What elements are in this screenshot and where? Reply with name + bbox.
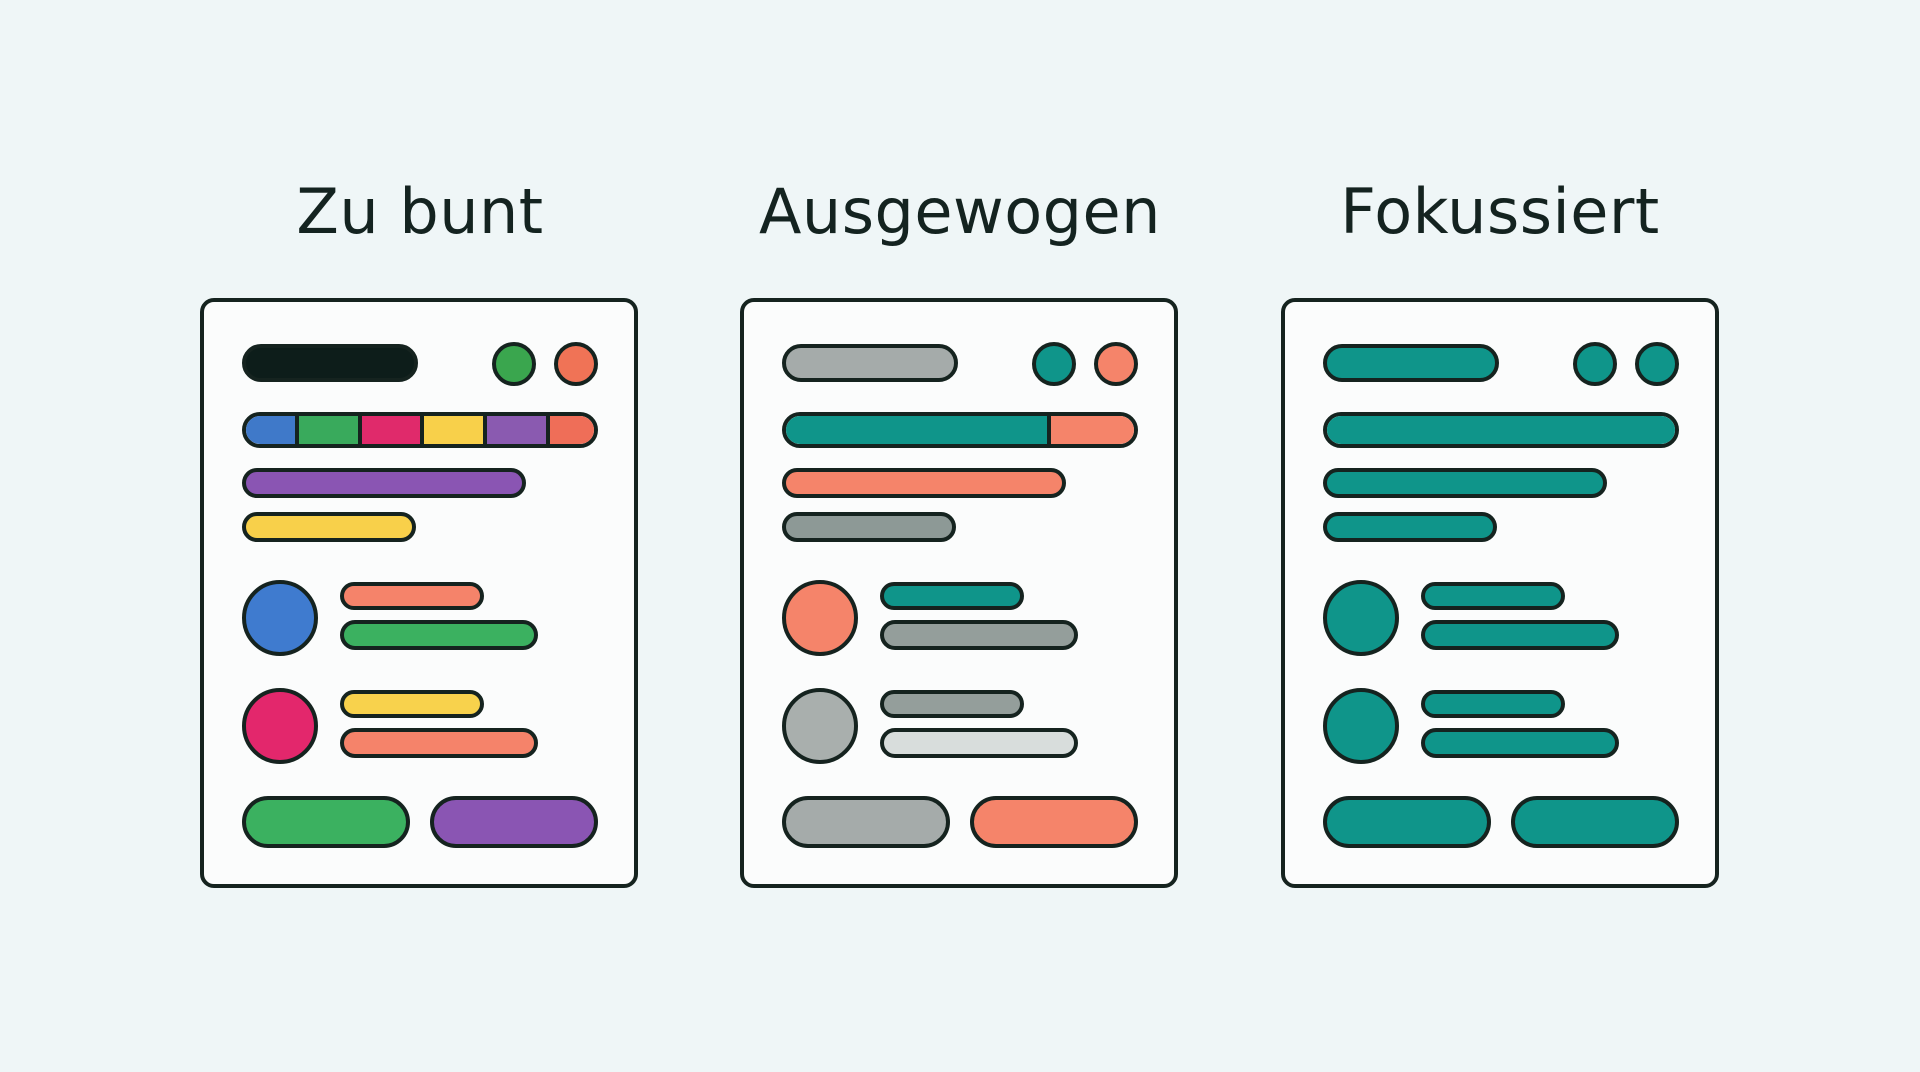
list-item-subtitle-line xyxy=(880,620,1078,650)
mockup-ausgewogen xyxy=(740,298,1178,888)
text-line xyxy=(1323,468,1607,498)
list-item-subtitle-line xyxy=(340,620,538,650)
avatar xyxy=(1323,580,1399,656)
segmented-bar xyxy=(782,412,1138,448)
button-shape xyxy=(782,796,950,848)
list-item-title-line xyxy=(880,582,1024,610)
list-item-subtitle-line xyxy=(880,728,1078,758)
segmented-bar-segment xyxy=(246,416,295,444)
avatar xyxy=(782,688,858,764)
header-dot xyxy=(1032,342,1076,386)
header-bar xyxy=(1323,344,1499,382)
segmented-bar-segment xyxy=(483,416,546,444)
avatar xyxy=(782,580,858,656)
avatar xyxy=(1323,688,1399,764)
mockup-zu-bunt xyxy=(200,298,638,888)
panel-title-ausgewogen: Ausgewogen xyxy=(759,175,1161,248)
header-bar xyxy=(782,344,958,382)
button-shape xyxy=(970,796,1138,848)
header-dot xyxy=(492,342,536,386)
text-line xyxy=(1323,512,1497,542)
button-shape xyxy=(1323,796,1491,848)
list-item-subtitle-line xyxy=(1421,620,1619,650)
list-item-title-line xyxy=(1421,582,1565,610)
segmented-bar-segment xyxy=(545,416,594,444)
segmented-bar xyxy=(1323,412,1679,448)
panel-title-zu-bunt: Zu bunt xyxy=(296,175,544,248)
header-bar xyxy=(242,344,418,382)
segmented-bar-segment xyxy=(420,416,484,444)
list-item-title-line xyxy=(1421,690,1565,718)
header-dot xyxy=(1573,342,1617,386)
text-line xyxy=(782,512,956,542)
button-shape xyxy=(430,796,598,848)
segmented-bar-segment xyxy=(1047,416,1134,444)
segmented-bar-segment xyxy=(294,416,358,444)
button-shape xyxy=(1511,796,1679,848)
avatar xyxy=(242,580,318,656)
list-item-subtitle-line xyxy=(1421,728,1619,758)
avatar xyxy=(242,688,318,764)
list-item-subtitle-line xyxy=(340,728,538,758)
segmented-bar xyxy=(242,412,598,448)
header-dot xyxy=(1635,342,1679,386)
header-dot xyxy=(554,342,598,386)
mockup-fokussiert xyxy=(1281,298,1719,888)
segmented-bar-segment xyxy=(357,416,421,444)
button-shape xyxy=(242,796,410,848)
segmented-bar-segment xyxy=(1327,416,1675,444)
text-line xyxy=(782,468,1066,498)
list-item-title-line xyxy=(340,582,484,610)
text-line xyxy=(242,468,526,498)
text-line xyxy=(242,512,416,542)
header-dot xyxy=(1094,342,1138,386)
panel-title-fokussiert: Fokussiert xyxy=(1340,175,1660,248)
segmented-bar-segment xyxy=(786,416,1048,444)
list-item-title-line xyxy=(340,690,484,718)
list-item-title-line xyxy=(880,690,1024,718)
